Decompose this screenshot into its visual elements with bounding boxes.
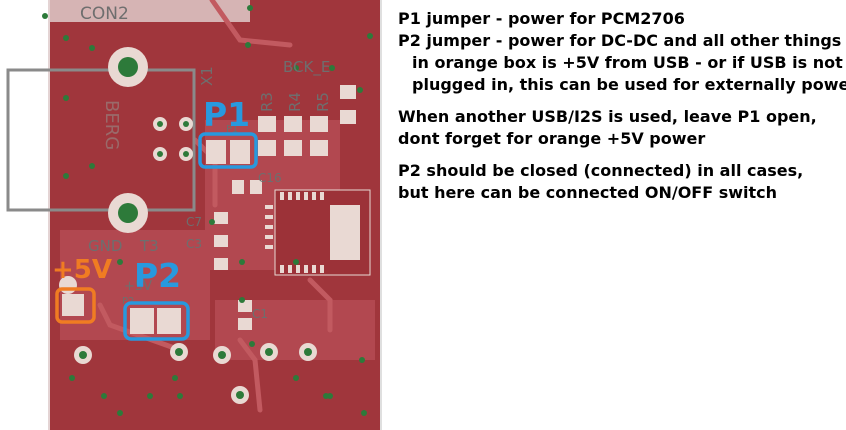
silk-r4: R4 xyxy=(286,92,304,112)
board-top-strip xyxy=(50,0,250,22)
silk-con2: CON2 xyxy=(80,4,129,24)
smd-pads xyxy=(214,85,356,330)
usb-connector-outline xyxy=(6,68,196,212)
silk-berg: BERG xyxy=(101,100,122,150)
p2-callout-label: P2 xyxy=(134,256,181,295)
note-i2s-line1: When another USB/I2S is used, leave P1 o… xyxy=(398,107,817,126)
silk-p2: P2 xyxy=(122,296,134,307)
p2-highlight-box xyxy=(123,301,190,341)
vias xyxy=(42,5,373,416)
silk-c3: C3 xyxy=(186,237,202,251)
mounting-holes xyxy=(108,47,148,233)
silk-c1: C1 xyxy=(252,307,268,321)
plus5v-callout-label: +5V xyxy=(52,255,112,285)
silk-gnd: GND xyxy=(88,237,122,255)
silk-c16: C16 xyxy=(258,171,282,185)
silk-plus5v: +5V xyxy=(124,279,152,294)
note-i2s-line2: dont forget for orange +5V power xyxy=(398,129,706,148)
note-closed-line2: but here can be connected ON/OFF switch xyxy=(398,183,778,202)
silk-r5: R5 xyxy=(314,92,332,112)
silk-p1: P1 xyxy=(226,124,238,135)
through-hole-pads xyxy=(59,276,317,404)
plus5v-highlight-box xyxy=(55,287,96,324)
note-closed-line1: P2 should be closed (connected) in all c… xyxy=(398,161,804,180)
silkscreen-labels: CON2 BCK_E R3 R4 R5 X1 C16 C3 C7 C1 GND … xyxy=(80,4,332,321)
plus5v-pad xyxy=(62,294,84,316)
silk-t3: T3 xyxy=(139,237,159,255)
silk-r3: R3 xyxy=(258,92,276,112)
silk-x1: X1 xyxy=(198,66,216,86)
silk-c7: C7 xyxy=(186,215,202,229)
note-p2-line2: in orange box is +5V from USB - or if US… xyxy=(412,53,843,72)
note-p1: P1 jumper - power for PCM2706 xyxy=(398,9,685,28)
p1-callout-label: P1 xyxy=(203,95,250,134)
pcb-layout-image: CON2 BCK_E R3 R4 R5 X1 C16 C3 C7 C1 GND … xyxy=(0,0,384,430)
p2-jumper-pads xyxy=(130,308,181,334)
notes-panel: P1 jumper - power for PCM2706 P2 jumper … xyxy=(398,8,846,204)
p1-highlight-box xyxy=(198,132,258,169)
silk-bck: BCK_E xyxy=(283,58,330,77)
p1-jumper-pads xyxy=(206,140,250,164)
note-p2-line1: P2 jumper - power for DC-DC and all othe… xyxy=(398,31,842,50)
usb-pins xyxy=(153,117,193,161)
ic-footprint xyxy=(265,189,371,276)
note-p2-line3: plugged in, this can be used for externa… xyxy=(412,75,846,94)
